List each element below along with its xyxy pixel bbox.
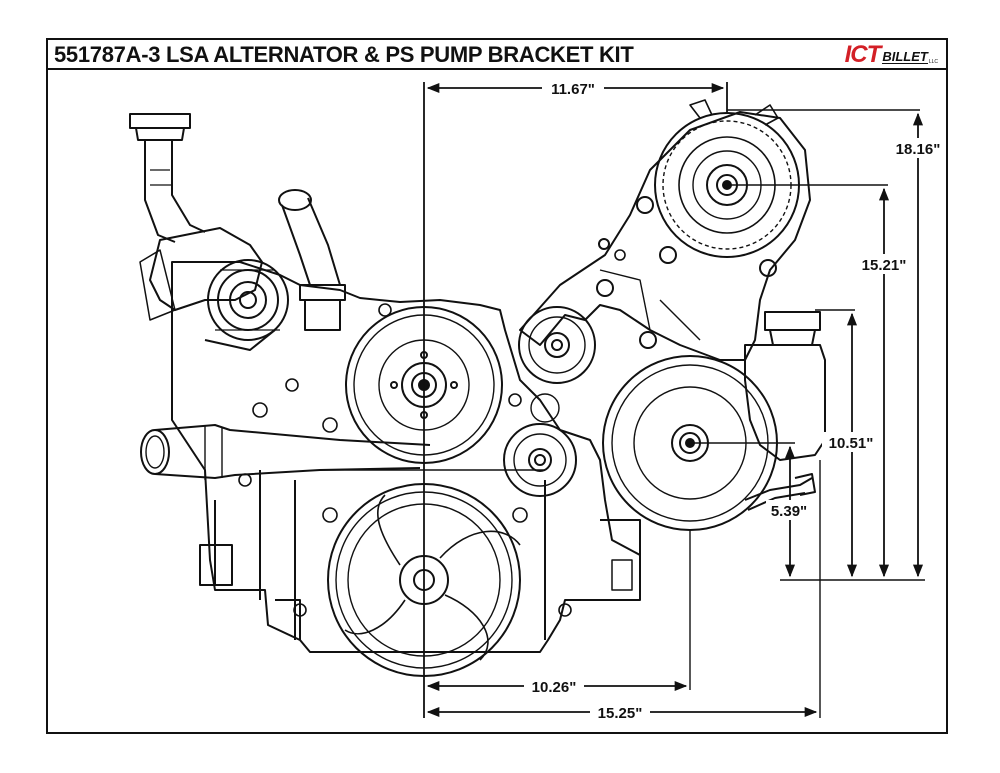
fastener-bolts <box>238 249 626 617</box>
lower-outlet <box>140 424 431 480</box>
dim-label-10-26: 10.26" <box>532 679 577 696</box>
logo-billet-text: BILLET <box>882 49 928 64</box>
dimension-labels: 11.67" 18.16" 15.21" 10.51" 5.39" 10.26"… <box>532 81 941 722</box>
engine-illustration <box>129 99 826 677</box>
dim-label-15-25: 15.25" <box>598 705 643 722</box>
engine-block <box>171 261 641 653</box>
idler-pulleys <box>503 306 596 497</box>
logo-ict-text: ICT <box>844 41 882 68</box>
drawing-frame: 551787A-3 LSA ALTERNATOR & PS PUMP BRACK… <box>46 38 948 734</box>
upper-hose <box>278 189 346 331</box>
dim-label-5-39: 5.39" <box>771 503 807 520</box>
dim-label-15-21: 15.21" <box>862 257 907 274</box>
page-title: 551787A-3 LSA ALTERNATOR & PS PUMP BRACK… <box>54 42 634 67</box>
dimension-label-backgrounds <box>524 78 943 722</box>
left-housing <box>139 227 289 351</box>
brand-logo: ICT BILLET LLC <box>845 43 938 67</box>
title-bar: 551787A-3 LSA ALTERNATOR & PS PUMP BRACK… <box>48 40 946 70</box>
bracket-plate <box>519 111 811 361</box>
dim-label-18-16: 18.16" <box>896 141 941 158</box>
dim-label-10-51: 10.51" <box>829 435 874 452</box>
dim-label-11-67: 11.67" <box>551 81 595 98</box>
logo-llc-text: LLC <box>928 59 938 65</box>
